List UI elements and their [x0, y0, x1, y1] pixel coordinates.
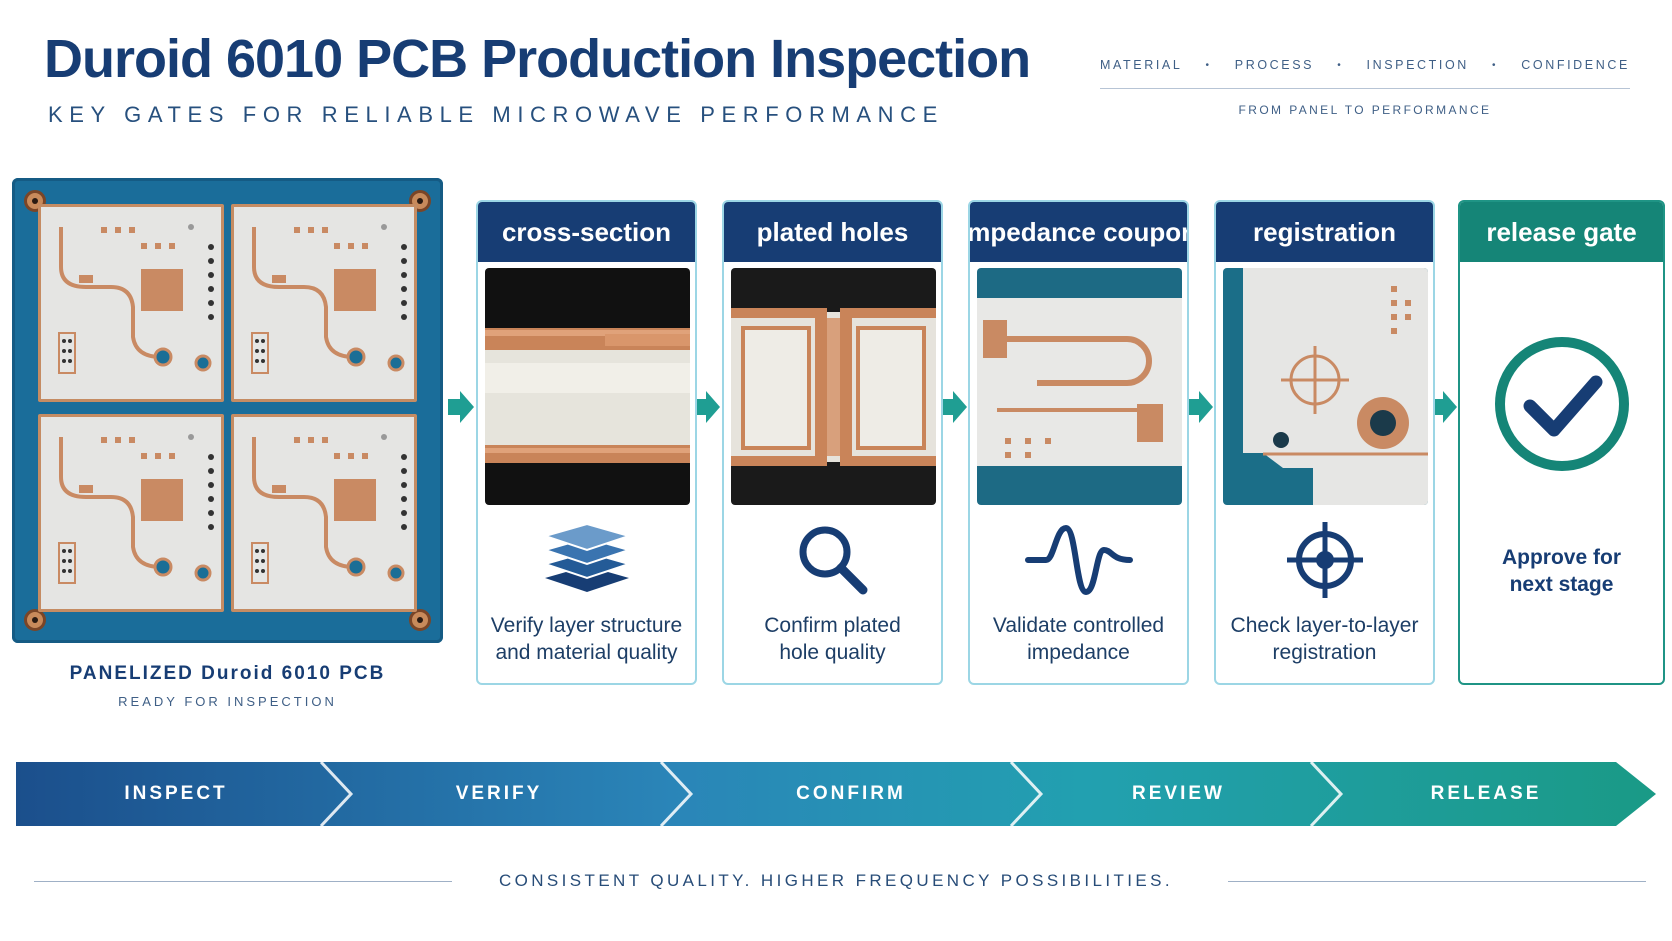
stage-description: Validate controlled impedance: [970, 612, 1187, 666]
description-line: hole quality: [779, 641, 886, 664]
arrow-right-icon: [1187, 391, 1213, 423]
tooling-hole: [24, 609, 46, 631]
tooling-hole: [409, 609, 431, 631]
description-line: next stage: [1509, 573, 1614, 596]
arrow-right-icon: [941, 391, 967, 423]
flow-step-review: REVIEW: [1132, 783, 1225, 804]
tag-subtitle: FROM PANEL TO PERFORMANCE: [1238, 103, 1492, 117]
checkmark-icon: [1460, 332, 1663, 476]
tag-inspection: INSPECTION: [1366, 58, 1469, 72]
pcb-board: [38, 204, 224, 402]
stage-title: impedance coupon: [970, 202, 1187, 262]
description-line: and material quality: [495, 641, 678, 664]
description-line: Approve for: [1501, 546, 1621, 569]
stage-title: release gate: [1460, 202, 1663, 262]
flow-step-inspect: INSPECT: [124, 783, 228, 804]
flow-step-verify: VERIFY: [455, 783, 543, 804]
pcb-board: [38, 414, 224, 612]
stage-description: Verify layer structure and material qual…: [478, 612, 695, 666]
stage-title: registration: [1216, 202, 1433, 262]
stage-card-release-gate: release gate Approve for next stage: [1458, 200, 1665, 685]
pcb-panel-image: [12, 178, 443, 643]
tag-divider: [1100, 88, 1630, 89]
footer-rule-right: [1228, 881, 1646, 882]
footer-rule-left: [34, 881, 452, 882]
layers-icon: [478, 520, 695, 600]
registration-photo: [1223, 268, 1428, 505]
stage-description: Approve for next stage: [1460, 544, 1663, 598]
page-title: Duroid 6010 PCB Production Inspection: [44, 29, 1031, 89]
pcb-board: [231, 204, 417, 402]
panel-caption: PANELIZED Duroid 6010 PCB: [69, 663, 386, 684]
description-line: impedance: [1027, 641, 1130, 664]
description-line: Confirm plated: [764, 614, 901, 637]
arrow-right-icon: [1431, 391, 1457, 423]
stage-description: Confirm plated hole quality: [724, 612, 941, 666]
stage-title: plated holes: [724, 202, 941, 262]
description-line: Verify layer structure: [490, 614, 683, 637]
tag-bar: MATERIAL • PROCESS • INSPECTION • CONFID…: [1100, 58, 1630, 72]
panel-subcaption: READY FOR INSPECTION: [118, 694, 337, 709]
process-flow-bar: [16, 762, 1656, 826]
arrow-right-icon: [694, 391, 720, 423]
arrow-right-icon: [448, 391, 474, 423]
flow-step-confirm: CONFIRM: [796, 783, 906, 804]
stage-card-cross-section: cross-section Verify layer structure and…: [476, 200, 697, 685]
tag-material: MATERIAL: [1100, 58, 1183, 72]
magnifier-icon: [724, 520, 941, 600]
crosshair-icon: [1216, 520, 1433, 600]
stage-card-registration: registration Check layer-to-layer regist…: [1214, 200, 1435, 685]
tag-separator: •: [1337, 59, 1344, 71]
description-line: registration: [1272, 641, 1377, 664]
description-line: Check layer-to-layer: [1230, 614, 1419, 637]
stage-card-plated-holes: plated holes Confirm plated hole quality: [722, 200, 943, 685]
footer-tagline: CONSISTENT QUALITY. HIGHER FREQUENCY POS…: [498, 871, 1174, 890]
page-subtitle: KEY GATES FOR RELIABLE MICROWAVE PERFORM…: [48, 102, 944, 127]
waveform-icon: [970, 520, 1187, 600]
stage-description: Check layer-to-layer registration: [1216, 612, 1433, 666]
cross-section-photo: [485, 268, 690, 505]
tag-process: PROCESS: [1234, 58, 1315, 72]
pcb-board: [231, 414, 417, 612]
stage-title: cross-section: [478, 202, 695, 262]
tag-separator: •: [1205, 59, 1212, 71]
plated-hole-photo: [731, 268, 936, 505]
stage-card-impedance-coupon: impedance coupon Validate controlled imp…: [968, 200, 1189, 685]
flow-step-release: RELEASE: [1430, 783, 1542, 804]
tag-separator: •: [1492, 59, 1499, 71]
impedance-coupon-photo: [977, 268, 1182, 505]
tag-confidence: CONFIDENCE: [1521, 58, 1630, 72]
description-line: Validate controlled: [992, 614, 1165, 637]
